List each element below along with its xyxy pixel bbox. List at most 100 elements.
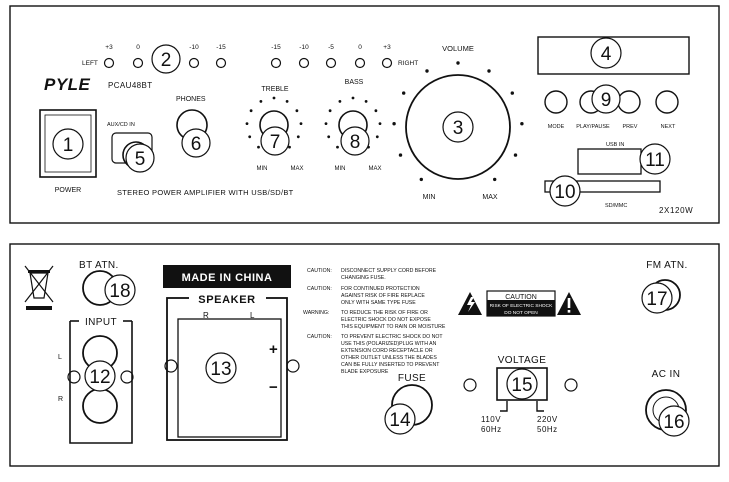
- scale-dot: [364, 100, 368, 103]
- scale-dot: [328, 109, 332, 113]
- scale-dot: [259, 100, 263, 103]
- volume-knob[interactable]: [405, 74, 511, 180]
- made-in-china-badge: [163, 265, 291, 288]
- speaker-l-label: L: [250, 311, 255, 320]
- mode-label: MODE: [548, 124, 565, 130]
- aux-label: AUX/CD IN: [107, 122, 135, 128]
- left-label: LEFT: [82, 60, 98, 67]
- model-label: PCAU48BT: [108, 81, 153, 90]
- sd-slot[interactable]: [544, 180, 661, 193]
- shock-line-2: DO NOT OPEN: [504, 310, 538, 316]
- callout-6: 6: [181, 128, 211, 158]
- voltage-selector[interactable]: [496, 367, 548, 401]
- caution3-line: TO PREVENT ELECTRIC SHOCK DO NOT: [341, 334, 443, 340]
- callout-7-number: 7: [270, 132, 281, 153]
- screw: [164, 359, 178, 373]
- voltage-50hz-label: 50Hz: [537, 425, 558, 434]
- caution3-line: OTHER OUTLET UNLESS THE BLADES: [341, 355, 437, 361]
- caution-tag-3: CAUTION:: [307, 334, 332, 340]
- callout-2-number: 2: [161, 50, 172, 71]
- voltage-110-pointer: [500, 401, 508, 412]
- callout-17: 17: [641, 282, 673, 314]
- display-window: [537, 36, 690, 75]
- callout-8: 8: [340, 126, 370, 156]
- treble-label: TREBLE: [261, 86, 289, 93]
- scale-dot: [327, 135, 331, 139]
- prev-label: PREV: [623, 124, 638, 130]
- mode-button[interactable]: [544, 90, 568, 114]
- warning1-line: TO REDUCE THE RISK OF FIRE OR: [341, 310, 428, 316]
- scale-dot: [493, 177, 497, 182]
- voltage-label: VOLTAGE: [498, 355, 547, 366]
- caution2-line: ONLY WITH SAME TYPE FUSE: [341, 300, 416, 306]
- scale-dot: [351, 96, 355, 100]
- scale-dot: [295, 109, 299, 113]
- shock-label-fill: [487, 300, 555, 316]
- callout-2: 2: [151, 44, 181, 74]
- caution2-line: AGAINST RISK OF FIRE REPLACE: [341, 293, 425, 299]
- callout-9-number: 9: [601, 90, 612, 111]
- weee-bin-icon: [24, 265, 54, 310]
- scale-dot: [402, 91, 406, 95]
- warning1-line: THIS EQUIPMENT TO RAIN OR MOISTURE: [341, 324, 446, 330]
- bass-scale: [324, 96, 382, 149]
- power-switch[interactable]: [39, 109, 97, 178]
- front-panel: LEFT +3 0 -5 -10 -15 PCAU48BT -15 -10 -5…: [9, 5, 720, 224]
- caution2-line: FOR CONTINUED PROTECTION: [341, 286, 420, 292]
- callout-1-number: 1: [63, 135, 74, 156]
- front-subtitle: STEREO POWER AMPLIFIER WITH USB/SD/BT: [117, 188, 294, 197]
- led: [354, 57, 366, 69]
- callout-16: 16: [658, 405, 690, 437]
- volume-scale: [392, 61, 524, 182]
- front-panel-frame: [9, 5, 720, 224]
- prev-button[interactable]: [617, 90, 641, 114]
- scale-dot: [398, 153, 403, 157]
- callout-7: 7: [260, 126, 290, 156]
- caution1-line: DISCONNECT SUPPLY CORD BEFORE: [341, 268, 437, 274]
- callout-18: 18: [104, 274, 136, 306]
- volume-max: MAX: [482, 194, 498, 201]
- screw: [564, 378, 578, 392]
- callouts: 1 2 3 4 5 6 7 8 9 10 11 12 13 14 15 16 1…: [52, 37, 690, 437]
- callout-14-number: 14: [389, 410, 411, 431]
- scale-dot: [245, 122, 249, 125]
- callout-18-number: 18: [109, 281, 130, 302]
- speaker-terminal-frame: [177, 318, 282, 438]
- callout-15-number: 15: [511, 375, 532, 396]
- volume-min: MIN: [423, 194, 436, 201]
- callout-16-number: 16: [663, 412, 684, 433]
- phones-label: PHONES: [176, 96, 206, 103]
- speaker-label: SPEAKER: [198, 294, 255, 306]
- treble-scale: [245, 96, 303, 149]
- ac-in-label: AC IN: [652, 369, 681, 380]
- speaker-label-bg: [189, 291, 266, 305]
- fuse-label: FUSE: [398, 373, 426, 384]
- warning1-line: ELECTRIC SHOCK DO NOT EXPOSE: [341, 317, 431, 323]
- treble-min: MIN: [257, 166, 268, 172]
- callout-3: 3: [442, 111, 474, 143]
- scale-dot: [324, 122, 328, 125]
- callout-14: 14: [384, 403, 416, 435]
- voltage-220-pointer: [536, 401, 544, 412]
- scale-dot: [272, 96, 276, 100]
- left-scale-4: -15: [216, 44, 226, 51]
- callout-1: 1: [52, 128, 84, 160]
- callout-11: 11: [639, 143, 671, 175]
- callout-12-number: 12: [89, 367, 110, 388]
- led: [103, 57, 115, 69]
- callout-9: 9: [591, 84, 621, 114]
- scale-dot: [425, 69, 429, 73]
- input-r-jack[interactable]: [82, 388, 118, 424]
- scale-dot: [257, 145, 260, 149]
- led: [188, 57, 200, 69]
- callout-6-number: 6: [191, 134, 202, 155]
- callout-3-number: 3: [453, 118, 464, 139]
- next-button[interactable]: [655, 90, 679, 114]
- callout-12: 12: [84, 360, 116, 392]
- scale-dot: [510, 91, 514, 95]
- scale-dot: [288, 145, 291, 149]
- left-scale-3: -10: [189, 44, 199, 51]
- scale-dot: [378, 122, 382, 125]
- usb-port[interactable]: [577, 148, 642, 175]
